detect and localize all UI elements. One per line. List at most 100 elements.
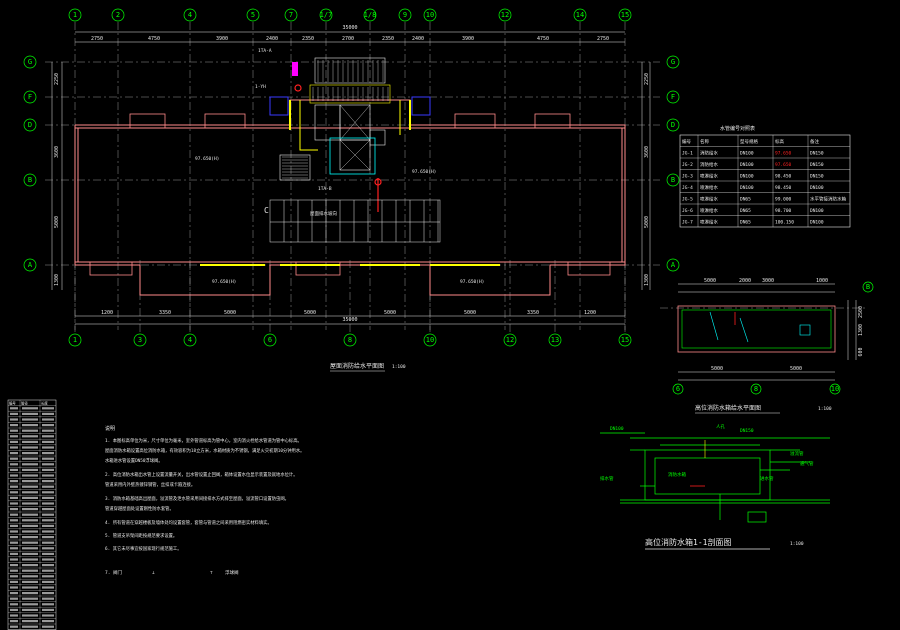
- left-axis-label: F: [28, 93, 32, 101]
- left-table-cell-mark: [42, 530, 54, 533]
- left-table-cell-mark: [42, 485, 54, 488]
- valve-icon: ⊥: [152, 571, 155, 576]
- bottom-axis-circle: [618, 333, 632, 347]
- top-axis-circle: [498, 8, 512, 22]
- left-table-cell-mark: [42, 424, 54, 427]
- top-axis-circle: [284, 8, 298, 22]
- left-table-cell-mark: [22, 575, 38, 578]
- note-item: 管道采用内外壁热镀锌钢管，丝扣或卡箍连接。: [105, 481, 195, 488]
- left-table-cell-mark: [22, 435, 38, 438]
- left-table-cell-mark: [42, 575, 54, 578]
- pipe-table-cell: 喷淋给水: [700, 184, 718, 191]
- left-table-cell-mark: [10, 597, 18, 600]
- pipe-table-cell: 97.650: [775, 151, 792, 157]
- right-axis-label: D: [671, 121, 675, 129]
- left-table-cell-mark: [10, 446, 18, 449]
- left-table-cell-mark: [22, 536, 38, 539]
- left-table-cell-mark: [42, 452, 54, 455]
- left-table-cell-mark: [42, 502, 54, 505]
- left-table-cell-mark: [10, 513, 18, 516]
- right-axis-label: B: [671, 176, 675, 184]
- note-item: 水箱进水管设置DN50浮球阀。: [105, 457, 163, 464]
- left-table-cell-mark: [22, 418, 38, 421]
- stair-core: [279, 57, 391, 181]
- tank-right-dim: 1300: [858, 324, 864, 336]
- left-table-cell-mark: [10, 457, 18, 460]
- tank-axis-circle: [750, 383, 762, 395]
- magenta-markers: [292, 62, 298, 76]
- left-table-cell-mark: [42, 519, 54, 522]
- left-table-cell-mark: [10, 491, 18, 494]
- pipe-table-cell: DN65: [740, 220, 751, 226]
- stair-label-b: 1TA-B: [318, 186, 332, 192]
- pipe-table-cell: JG-7: [682, 220, 693, 226]
- left-axis-circle: [23, 55, 37, 69]
- left-table-cell-mark: [10, 474, 18, 477]
- pipe-table-cell: DN150: [810, 162, 824, 168]
- note-item: 6. 其它未尽事宜按国家现行规范施工。: [105, 545, 182, 552]
- top-axis-label: 2: [116, 11, 120, 19]
- left-table-cell-mark: [10, 541, 18, 544]
- top-axis-label: 10: [426, 11, 434, 19]
- left-table-cell-mark: [10, 558, 18, 561]
- left-axis-label: A: [28, 261, 33, 269]
- pipe-table-cell: 98.700: [775, 208, 792, 214]
- pipe-table-cell: 喷淋给水: [700, 207, 718, 214]
- pipe-table-cell: DN100: [740, 162, 754, 168]
- bottom-axis-circle: [548, 333, 562, 347]
- bottom-axis-label: 4: [188, 336, 192, 344]
- right-dim: 5000: [644, 216, 650, 228]
- bottom-axis-label: 12: [506, 336, 514, 344]
- left-table-cell-mark: [10, 407, 18, 410]
- bottom-axis-circle: [68, 333, 82, 347]
- left-table-cell-mark: [22, 608, 38, 611]
- svg-text:7.: 7.: [105, 570, 110, 576]
- left-table-cell-mark: [22, 547, 38, 550]
- blue-equipment: [269, 96, 431, 116]
- top-dim: 2400: [412, 36, 424, 42]
- left-table-cell-mark: [22, 524, 38, 527]
- bottom-dim: 3350: [527, 310, 539, 316]
- plan-horizontal-grid: [45, 61, 660, 266]
- section-label: 人孔: [716, 423, 725, 430]
- roof-note: 屋面排水坡向: [310, 210, 337, 217]
- notes-heading: 说明: [105, 425, 115, 432]
- left-table-cell-mark: [10, 586, 18, 589]
- pipe-table-cell: 100.150: [775, 220, 794, 226]
- left-table-cell-mark: [42, 513, 54, 516]
- left-axis-label: G: [28, 58, 32, 66]
- yellow-core-walls: [299, 100, 401, 151]
- left-table-cell-mark: [10, 463, 18, 466]
- float-valve-icon: ⊤: [210, 571, 213, 576]
- left-table-cell-mark: [42, 620, 54, 623]
- pipe-table-cell: DN100: [810, 220, 824, 226]
- top-axis-circle: [573, 8, 587, 22]
- left-table-cell-mark: [22, 407, 38, 410]
- note-item: 管道穿越屋面处设置刚性防水套管。: [105, 505, 174, 512]
- building-walls: [74, 99, 626, 296]
- tank-right-dim: 2500: [858, 306, 864, 318]
- left-table-cell-mark: [42, 558, 54, 561]
- left-table-cell-mark: [42, 614, 54, 617]
- left-table-cell-mark: [42, 603, 54, 606]
- left-table-cell-mark: [22, 541, 38, 544]
- pipe-table-cell: 消防给水: [700, 161, 718, 168]
- left-table-cell-mark: [22, 485, 38, 488]
- left-table-cell-mark: [42, 429, 54, 432]
- left-table-cell-mark: [22, 625, 38, 628]
- left-table-cell-mark: [22, 502, 38, 505]
- plan-caption-scale: 1:100: [392, 364, 406, 370]
- left-table-cell-mark: [22, 564, 38, 567]
- pipe-table-cell: 97.650: [775, 162, 792, 168]
- bottom-axis-label: 13: [551, 336, 559, 344]
- top-axis-circle: [363, 8, 377, 22]
- left-table-cell-mark: [10, 564, 18, 567]
- left-table-cell-mark: [42, 547, 54, 550]
- plan-vertical-grid: [74, 22, 626, 332]
- left-table-cell-mark: [22, 592, 38, 595]
- pipe-table-cell: DN65: [740, 197, 751, 203]
- top-axis-circle: [183, 8, 197, 22]
